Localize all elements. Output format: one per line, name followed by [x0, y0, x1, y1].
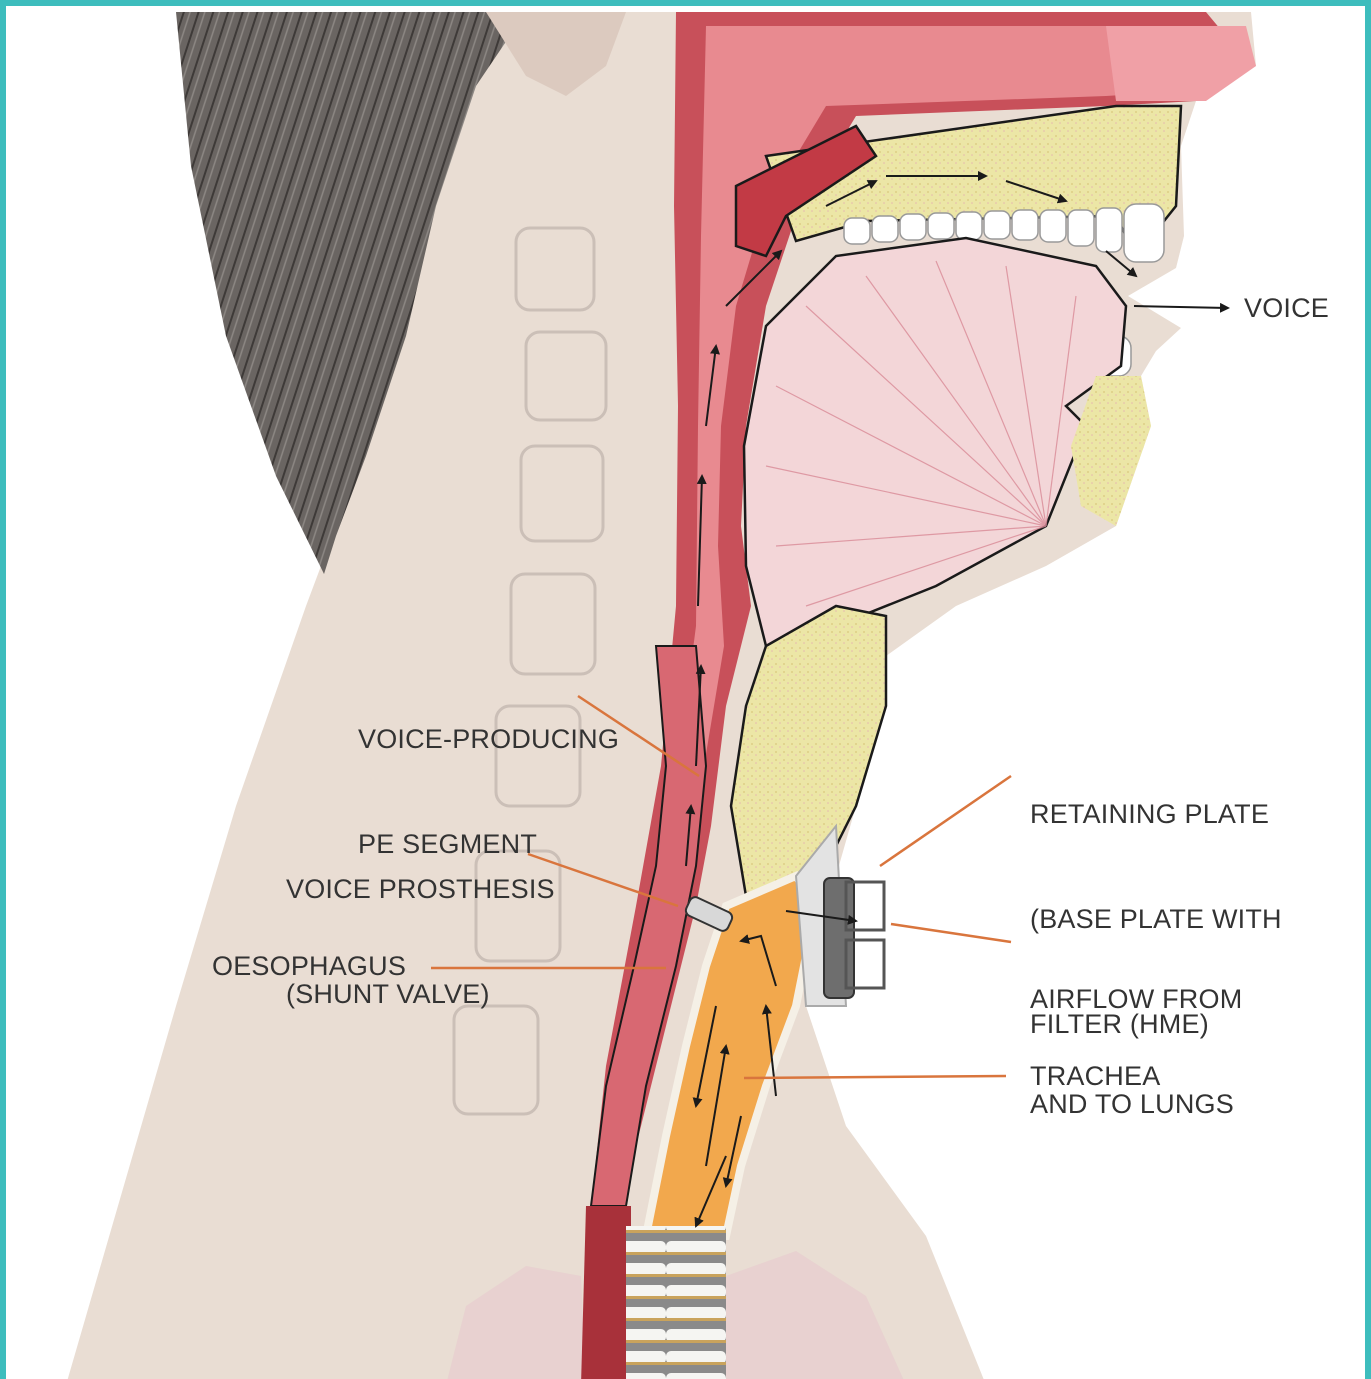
tongue — [744, 238, 1126, 646]
airflow-label: AIRFLOW FROM AND TO LUNGS — [1030, 912, 1242, 1157]
nose-tissue — [1106, 26, 1256, 101]
retaining-plate-line-1: RETAINING PLATE — [1030, 797, 1282, 832]
trachea-rings — [626, 1226, 726, 1379]
voice-label: VOICE — [1244, 291, 1329, 326]
pe-segment-line-1: VOICE-PRODUCING — [358, 722, 619, 757]
oesophagus-label: OESOPHAGUS — [212, 949, 406, 984]
prosthesis-label: VOICE PROSTHESIS (SHUNT VALVE) — [286, 802, 555, 1047]
voice-arrow-icon — [1134, 306, 1228, 308]
stoma-filter-icon — [824, 878, 884, 998]
trachea-label: TRACHEA — [1030, 1059, 1160, 1094]
oesophagus-lower — [581, 1206, 631, 1379]
airflow-line-1: AIRFLOW FROM — [1030, 982, 1242, 1017]
anatomy-illustration — [6, 6, 1371, 1379]
prosthesis-line-1: VOICE PROSTHESIS — [286, 872, 555, 907]
